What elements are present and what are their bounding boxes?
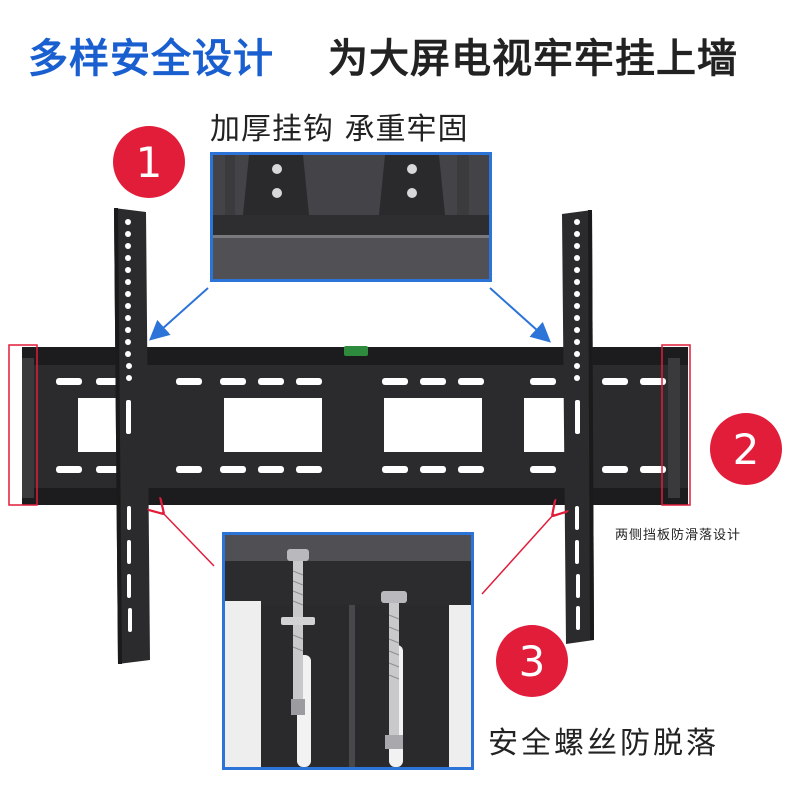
callout-side-baffles: 两侧挡板防滑落设计 bbox=[615, 528, 742, 543]
callout-safety-screw: 安全螺丝防脱落 bbox=[488, 726, 719, 761]
right-vertical-arm bbox=[562, 210, 594, 644]
callout-thick-hook: 加厚挂钩 承重牢固 bbox=[210, 112, 469, 147]
headline-right: 为大屏电视牢牢挂上墙 bbox=[328, 36, 738, 82]
badge-3: 3 bbox=[496, 625, 568, 697]
arrow-left-screw bbox=[162, 512, 215, 567]
safety-screw-photo bbox=[225, 535, 471, 767]
spirit-level-icon bbox=[344, 346, 368, 356]
headline-left: 多样安全设计 bbox=[28, 36, 274, 82]
left-baffle-highlight bbox=[8, 344, 38, 506]
badge-1: 1 bbox=[113, 126, 185, 198]
badge-2: 2 bbox=[710, 413, 782, 485]
left-vertical-arm bbox=[114, 208, 150, 664]
hook-detail-inset bbox=[210, 152, 492, 282]
right-baffle-highlight bbox=[661, 344, 691, 506]
thick-hook-photo bbox=[213, 155, 489, 279]
wall-plate bbox=[22, 346, 688, 505]
arrow-left-hook bbox=[149, 287, 209, 341]
screw-detail-inset bbox=[222, 532, 474, 770]
arrow-right-hook bbox=[489, 287, 551, 343]
headline: 多样安全设计 为大屏电视牢牢挂上墙 bbox=[0, 26, 800, 86]
arrow-right-screw bbox=[481, 514, 554, 595]
